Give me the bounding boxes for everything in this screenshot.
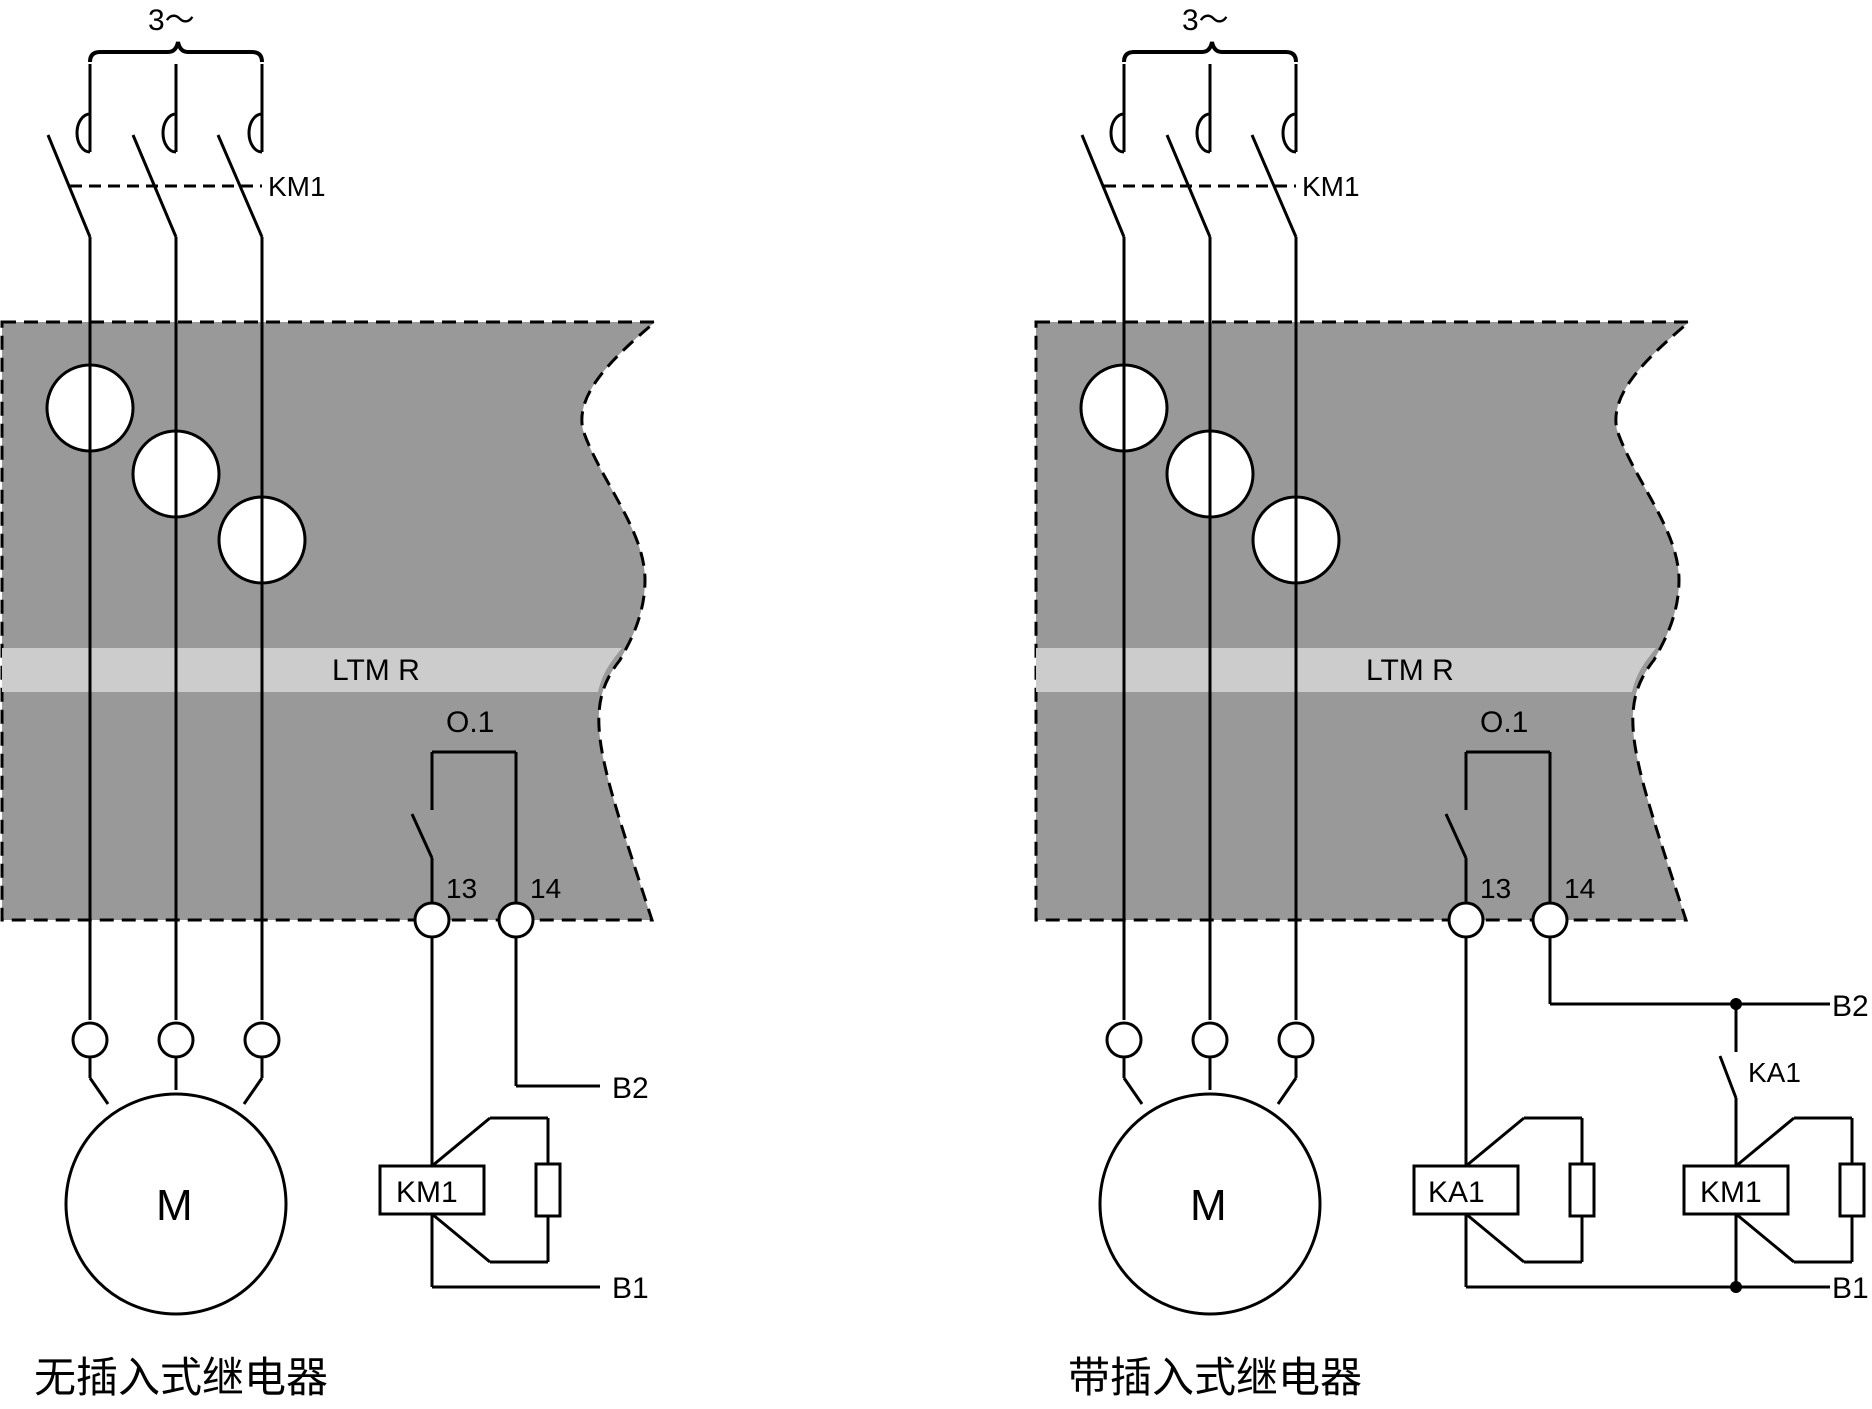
km1-coil-label: KM1 bbox=[1700, 1176, 1762, 1209]
caption-left: 无插入式继电器 bbox=[34, 1353, 328, 1402]
km1-coil-circuit bbox=[378, 937, 600, 1289]
km1-suppressor bbox=[534, 1162, 562, 1218]
ka1-coil bbox=[1412, 1164, 1520, 1216]
diagram-without-plugin-relay: 3～ KM1 LTM R bbox=[0, 4, 660, 1402]
terminal-13 bbox=[1447, 901, 1485, 939]
supply-label: 3～ bbox=[148, 4, 195, 37]
km1-coil bbox=[1682, 1164, 1790, 1216]
km1-contact-label: KM1 bbox=[1302, 171, 1360, 202]
device-label: LTM R bbox=[1366, 654, 1454, 687]
b1-label: B1 bbox=[612, 1272, 649, 1305]
motor bbox=[1098, 1021, 1322, 1316]
km1-coil-label: KM1 bbox=[396, 1176, 458, 1209]
motor-label: M bbox=[1190, 1181, 1227, 1230]
motor-symbol bbox=[1098, 1092, 1322, 1316]
supply-label: 3～ bbox=[1182, 4, 1229, 37]
ka1-coil-label: KA1 bbox=[1428, 1176, 1485, 1209]
caption-right: 带插入式继电器 bbox=[1068, 1353, 1362, 1402]
km1-coil-circuit bbox=[1682, 1004, 1866, 1287]
terminal-14 bbox=[497, 901, 535, 939]
terminal-13-label: 13 bbox=[446, 873, 477, 904]
km1-coil bbox=[378, 1164, 486, 1216]
diagram-with-plugin-relay: 3～ KM1 LTM R bbox=[1034, 4, 1869, 1402]
motor-terminal-1 bbox=[71, 1021, 109, 1059]
output-o1-contact bbox=[1444, 750, 1552, 902]
ltmr-label-band bbox=[2, 648, 622, 692]
b2-label: B2 bbox=[612, 1072, 649, 1105]
motor-terminal-3 bbox=[243, 1021, 281, 1059]
ka1-suppressor bbox=[1568, 1162, 1596, 1218]
motor-terminal-1 bbox=[1105, 1021, 1143, 1059]
km1-suppressor bbox=[1838, 1162, 1866, 1218]
ka1-relay-circuit bbox=[1412, 937, 1830, 1289]
terminal-13 bbox=[413, 901, 451, 939]
b2-junction bbox=[1730, 998, 1742, 1010]
output-o1-contact bbox=[410, 750, 518, 902]
terminal-13-label: 13 bbox=[1480, 873, 1511, 904]
output-o1-label: O.1 bbox=[446, 706, 494, 739]
km1-contact-label: KM1 bbox=[268, 171, 326, 202]
supply-brace bbox=[1122, 41, 1298, 63]
motor-terminal-3 bbox=[1277, 1021, 1315, 1059]
motor bbox=[64, 1021, 288, 1316]
b1-label: B1 bbox=[1832, 1272, 1869, 1305]
supply-brace bbox=[88, 41, 264, 63]
terminal-14 bbox=[1531, 901, 1569, 939]
terminal-14-label: 14 bbox=[1564, 873, 1595, 904]
output-o1-label: O.1 bbox=[1480, 706, 1528, 739]
motor-terminal-2 bbox=[157, 1021, 195, 1059]
b2-label: B2 bbox=[1832, 990, 1869, 1023]
b1-junction bbox=[1730, 1281, 1742, 1293]
ka1-contact-label: KA1 bbox=[1748, 1057, 1801, 1088]
ltmr-label-band bbox=[1036, 648, 1656, 692]
motor-label: M bbox=[156, 1181, 193, 1230]
motor-terminal-2 bbox=[1191, 1021, 1229, 1059]
terminal-14-label: 14 bbox=[530, 873, 561, 904]
motor-symbol bbox=[64, 1092, 288, 1316]
device-label: LTM R bbox=[332, 654, 420, 687]
